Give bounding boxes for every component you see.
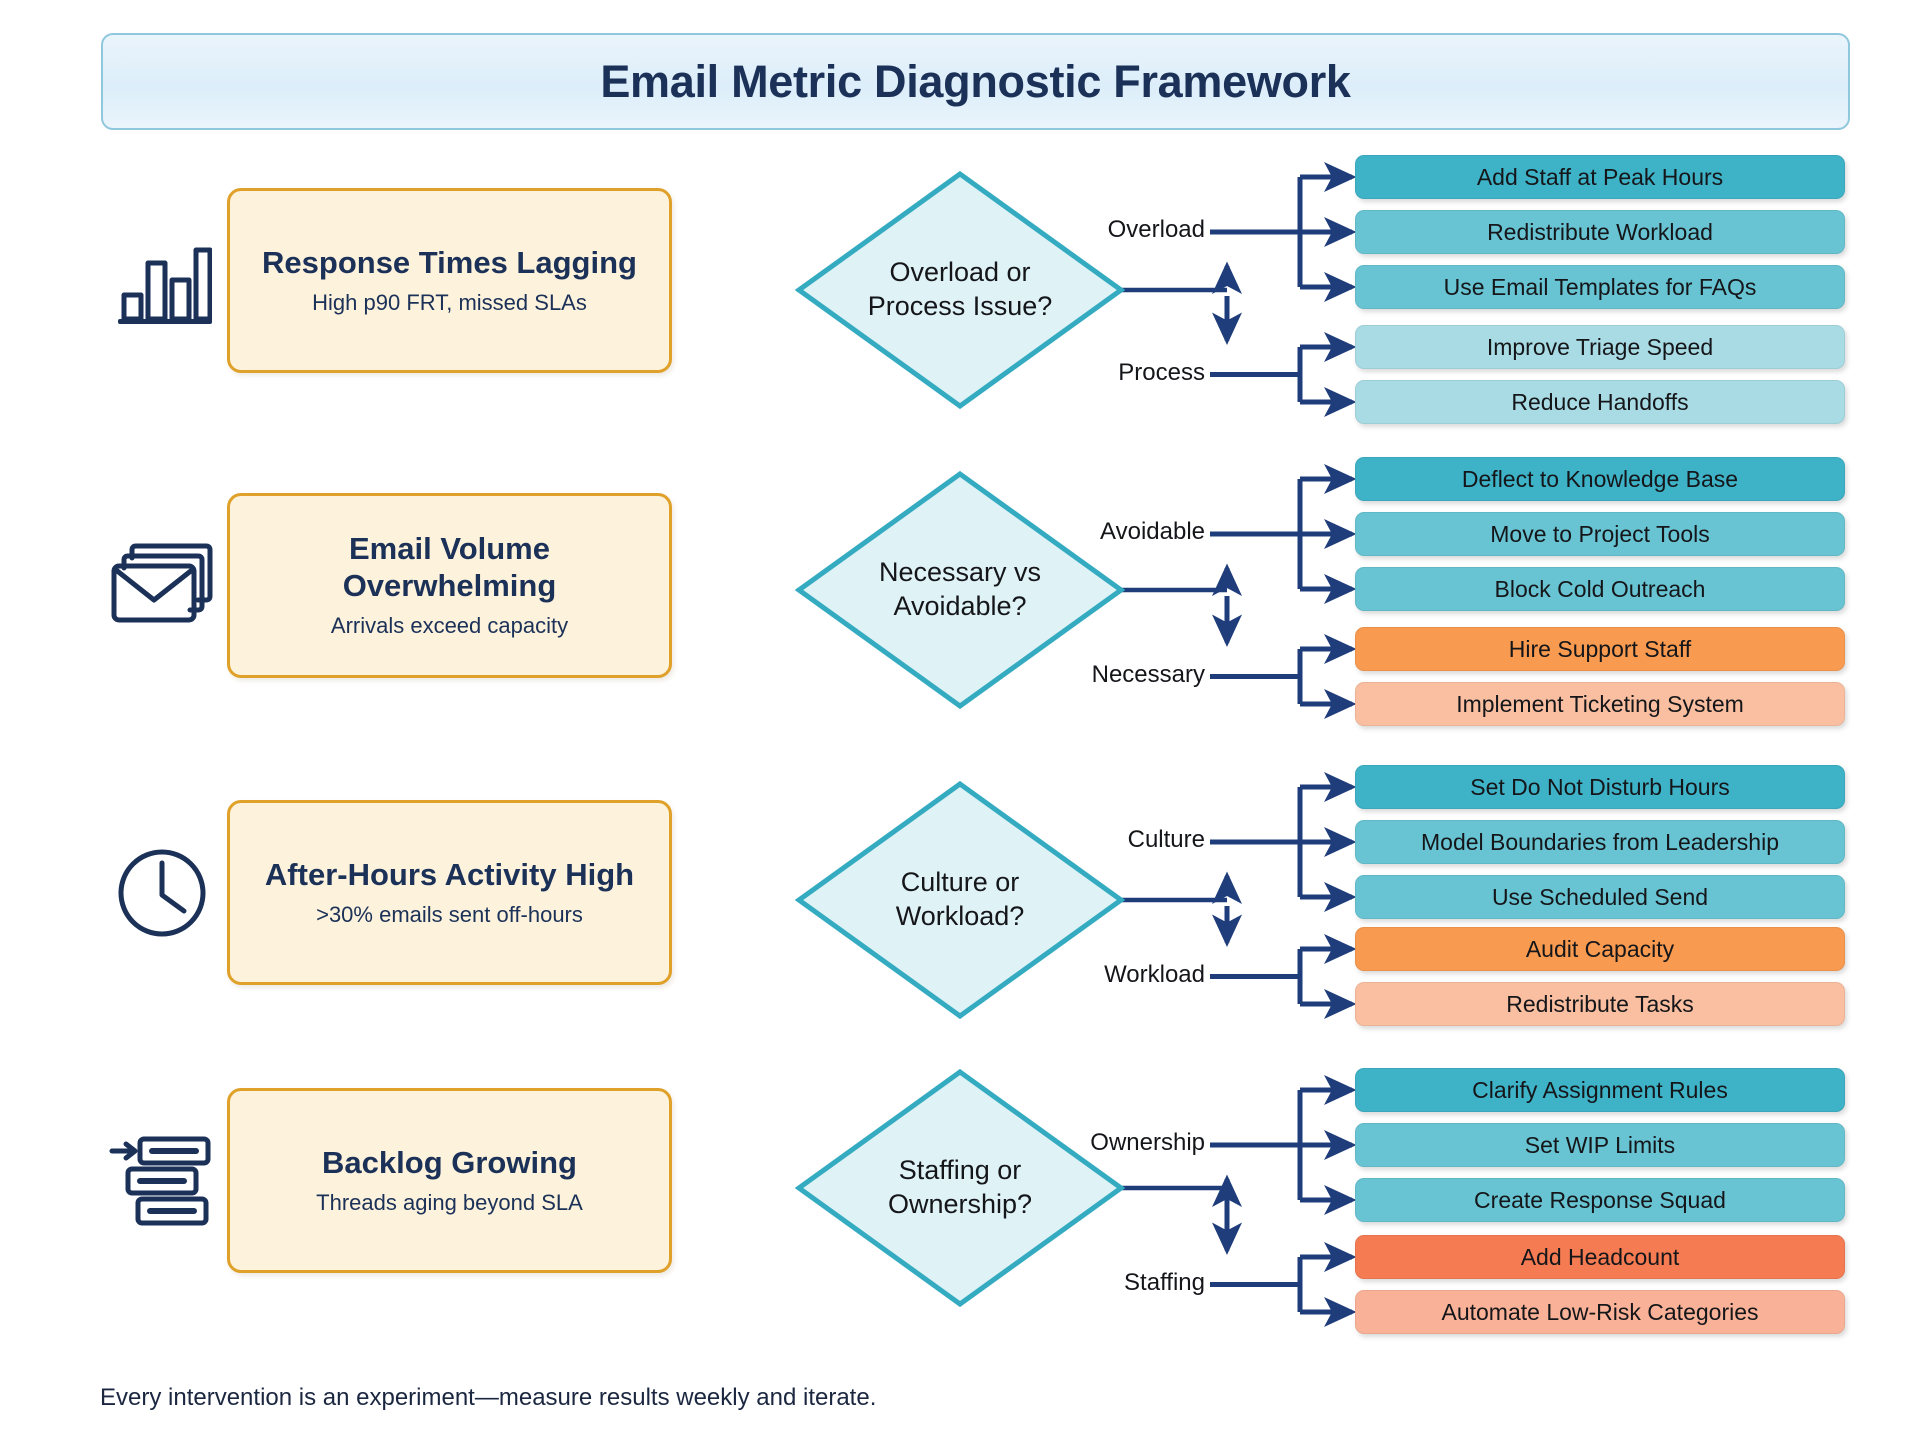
problem-card-subtitle: High p90 FRT, missed SLAs <box>312 290 587 316</box>
problem-card-subtitle: Arrivals exceed capacity <box>330 613 569 639</box>
action-card[interactable]: Set WIP Limits <box>1355 1123 1845 1167</box>
footer-note: Every intervention is an experiment—meas… <box>100 1384 877 1411</box>
action-card[interactable]: Redistribute Tasks <box>1355 982 1845 1026</box>
action-card[interactable]: Implement Ticketing System <box>1355 682 1845 726</box>
action-card[interactable]: Audit Capacity <box>1355 927 1845 971</box>
branch-label: Process <box>1118 358 1205 386</box>
branch-label: Necessary <box>1091 660 1205 688</box>
action-card[interactable]: Create Response Squad <box>1355 1178 1845 1222</box>
bar-chart-icon <box>96 221 228 341</box>
problem-card-title: Email Volume Overwhelming <box>342 531 557 603</box>
action-card[interactable]: Move to Project Tools <box>1355 512 1845 556</box>
action-card[interactable]: Reduce Handoffs <box>1355 380 1845 424</box>
clock-icon <box>96 833 228 953</box>
problem-card-title: Backlog Growing <box>322 1144 577 1180</box>
problem-card-subtitle: >30% emails sent off-hours <box>316 902 583 928</box>
action-card[interactable]: Improve Triage Speed <box>1355 325 1845 369</box>
action-card[interactable]: Add Staff at Peak Hours <box>1355 155 1845 199</box>
problem-card[interactable]: After-Hours Activity High >30% emails sen… <box>227 800 672 985</box>
action-card[interactable]: Add Headcount <box>1355 1235 1845 1279</box>
action-card[interactable]: Use Scheduled Send <box>1355 875 1845 919</box>
action-card[interactable]: Set Do Not Disturb Hours <box>1355 765 1845 809</box>
action-card[interactable]: Clarify Assignment Rules <box>1355 1068 1845 1112</box>
problem-card-title: After-Hours Activity High <box>264 856 635 892</box>
page-title: Email Metric Diagnostic Framework <box>600 55 1351 107</box>
action-card[interactable]: Use Email Templates for FAQs <box>1355 265 1845 309</box>
problem-card-subtitle: Threads aging beyond SLA <box>316 1190 583 1216</box>
action-card[interactable]: Deflect to Knowledge Base <box>1355 457 1845 501</box>
branch-label: Avoidable <box>1100 518 1205 545</box>
action-card[interactable]: Hire Support Staff <box>1355 627 1845 671</box>
problem-card-title: Response Times Lagging <box>262 244 637 280</box>
action-card[interactable]: Model Boundaries from Leadership <box>1355 820 1845 864</box>
action-card[interactable]: Redistribute Workload <box>1355 210 1845 254</box>
branch-label: Workload <box>1104 960 1205 988</box>
action-card[interactable]: Automate Low-Risk Categories <box>1355 1290 1845 1334</box>
branch-label: Ownership <box>1090 1129 1205 1156</box>
branch-label: Overload <box>1107 216 1205 243</box>
backlog-queue-icon <box>96 1121 228 1241</box>
page-title-bar: Email Metric Diagnostic Framework <box>101 33 1850 130</box>
branch-label: Staffing <box>1124 1268 1205 1296</box>
action-card[interactable]: Block Cold Outreach <box>1355 567 1845 611</box>
stacked-envelopes-icon <box>96 526 228 646</box>
branch-label: Culture <box>1127 826 1205 853</box>
